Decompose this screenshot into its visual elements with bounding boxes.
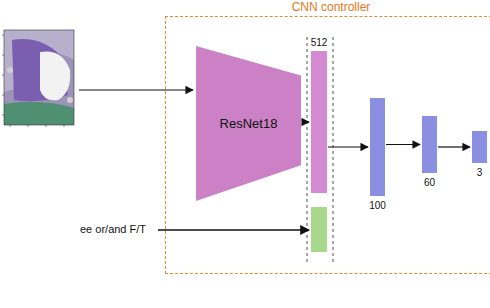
layer-bar: 60 <box>422 116 437 173</box>
image-ground <box>4 30 74 125</box>
block-label: ResNet18 <box>220 116 278 131</box>
connector-arrow <box>328 146 368 147</box>
controller-group: ResNet18512100603CNN controller <box>165 16 490 274</box>
connector-arrow <box>386 144 420 145</box>
layer-bar: 3 <box>472 131 487 163</box>
camera-image <box>2 30 74 127</box>
input-arrow <box>79 89 193 90</box>
layer-size: 3 <box>477 167 483 178</box>
concat-guide <box>307 37 308 265</box>
group-title: CNN controller <box>166 0 490 14</box>
gripper-finger <box>40 51 70 100</box>
layer-bar: 100 <box>370 98 385 196</box>
layer-size: 100 <box>369 200 386 211</box>
layer-bar: 512 <box>311 51 327 193</box>
layer-size: 512 <box>311 37 328 48</box>
state-feature-bar <box>311 207 327 252</box>
input-label: ee or/and F/T <box>80 223 146 235</box>
concat-guide <box>333 37 334 265</box>
connector-arrow <box>438 146 470 147</box>
axis-ticks <box>2 35 64 127</box>
state-input-arrow <box>158 229 309 230</box>
bolt <box>67 97 73 103</box>
connector-arrow <box>302 121 309 122</box>
layer-size: 60 <box>424 177 435 188</box>
encoder-block: ResNet18 <box>196 46 301 201</box>
image-frame <box>4 30 74 125</box>
table-surface <box>4 102 74 125</box>
trapezoid-fill <box>196 46 301 201</box>
bolt <box>7 67 13 73</box>
